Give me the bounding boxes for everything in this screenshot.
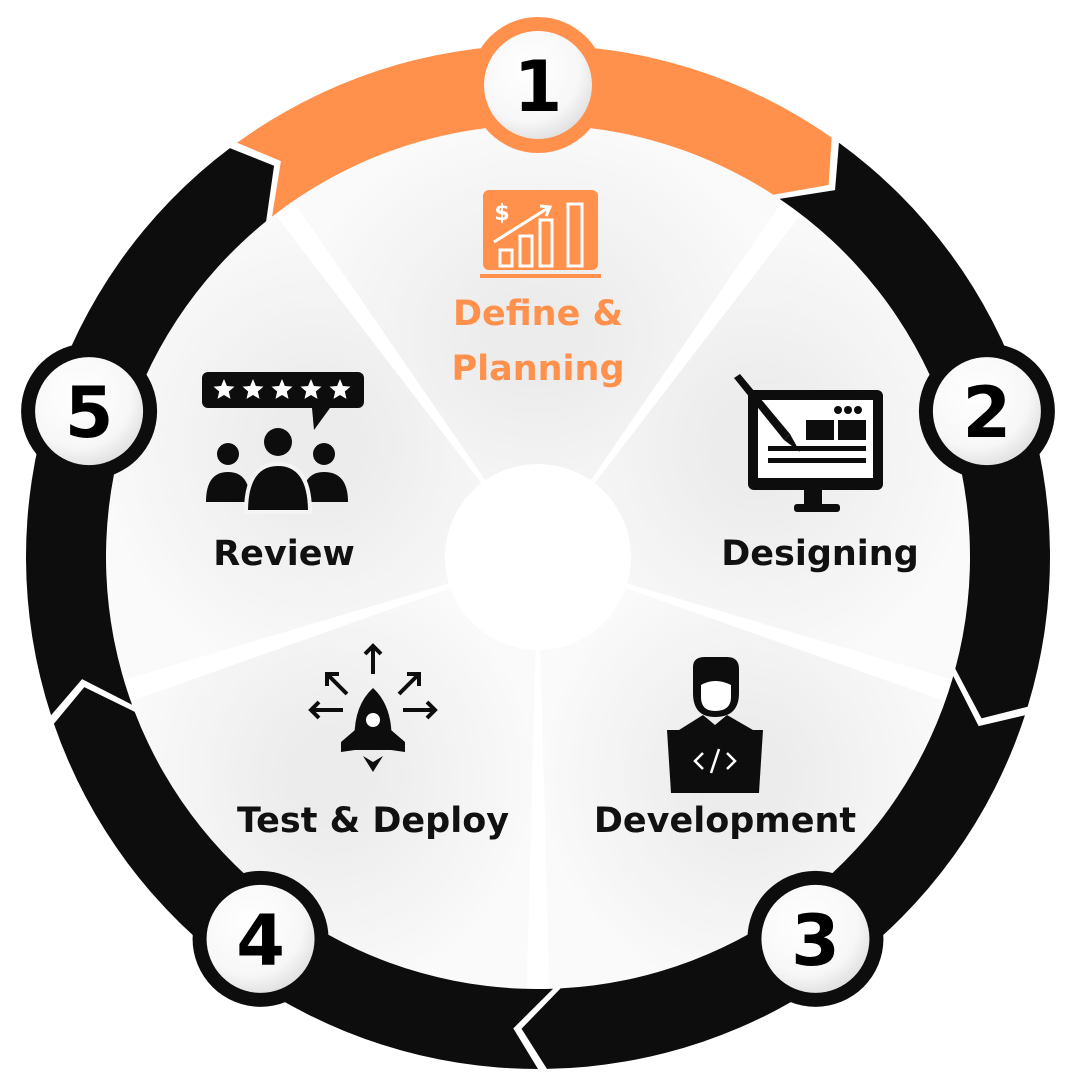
step-4-number: 4	[236, 900, 285, 982]
step-5-badge: 5	[21, 343, 158, 480]
ring-segment-1	[237, 45, 832, 217]
ring-segment-5	[25, 148, 275, 716]
rocket-icon	[308, 643, 438, 772]
step-badges: 1 2 3 4 5	[21, 17, 1055, 1007]
wedge-step-4	[123, 557, 539, 997]
star-icon	[300, 379, 322, 399]
step-5-number: 5	[65, 372, 114, 454]
review-stars-icon	[202, 372, 364, 514]
step-3-label: Development	[593, 801, 857, 841]
star-icon	[213, 379, 235, 399]
step-2-number: 2	[963, 372, 1012, 454]
star-icon	[242, 379, 264, 399]
step-1-label: Define & Planning	[451, 287, 624, 397]
svg-text:$: $	[494, 201, 509, 226]
step-3-number: 3	[791, 900, 840, 982]
ring-segment-2	[779, 142, 1050, 719]
step-2-badge: 2	[918, 343, 1055, 480]
step-4-label: Test & Deploy	[236, 801, 510, 841]
step-1-number: 1	[514, 46, 563, 128]
center-hub	[445, 464, 631, 650]
step-1-label-line1: Define &	[452, 294, 624, 334]
ring-segment-4	[53, 687, 554, 1069]
step-4-badge: 4	[192, 870, 329, 1007]
step-1-badge: 1	[470, 17, 606, 153]
step-2-label: Designing	[721, 534, 919, 574]
step-5-label: Review	[213, 534, 355, 574]
developer-laptop-icon	[667, 657, 763, 793]
star-icon	[329, 379, 351, 399]
growth-chart-icon: $	[480, 190, 601, 278]
step-1-label-line2: Planning	[451, 349, 625, 389]
design-monitor-icon	[734, 374, 883, 512]
star-icon	[271, 379, 293, 399]
wedge-step-1	[288, 116, 788, 557]
step-3-badge: 3	[747, 870, 884, 1007]
